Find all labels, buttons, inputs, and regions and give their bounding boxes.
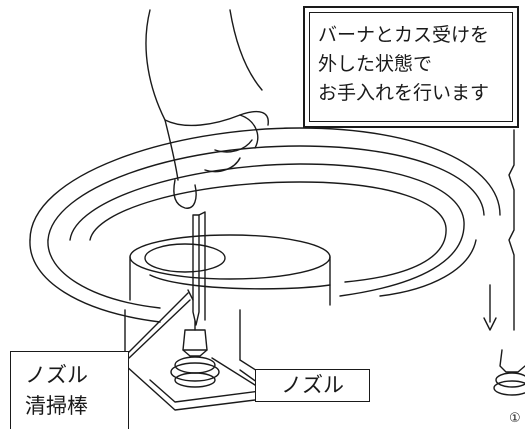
instruction-line: 外した状態で <box>318 53 433 75</box>
hand <box>145 9 269 209</box>
cleaning-rod-label-line: ノズル <box>25 363 88 387</box>
instruction-line: お手入れを行います <box>318 82 490 104</box>
instruction-box: バーナとカス受けを 外した状態で お手入れを行います <box>303 6 519 128</box>
nozzle-left <box>170 320 220 388</box>
cleaning-rod <box>187 211 206 326</box>
burner-cylinder <box>129 234 331 306</box>
nozzle-right <box>483 129 525 396</box>
instruction-line: バーナとカス受けを <box>318 24 490 46</box>
nozzle-label: ノズル <box>255 369 370 402</box>
step-number: ① <box>509 411 521 426</box>
instruction-text: バーナとカス受けを 外した状態で お手入れを行います <box>309 12 513 122</box>
burner-ring <box>29 127 501 323</box>
cleaning-rod-label: ノズル 清掃棒 <box>10 351 129 429</box>
cleaning-rod-label-line: 清掃棒 <box>25 394 88 418</box>
leader-lines <box>128 292 256 386</box>
